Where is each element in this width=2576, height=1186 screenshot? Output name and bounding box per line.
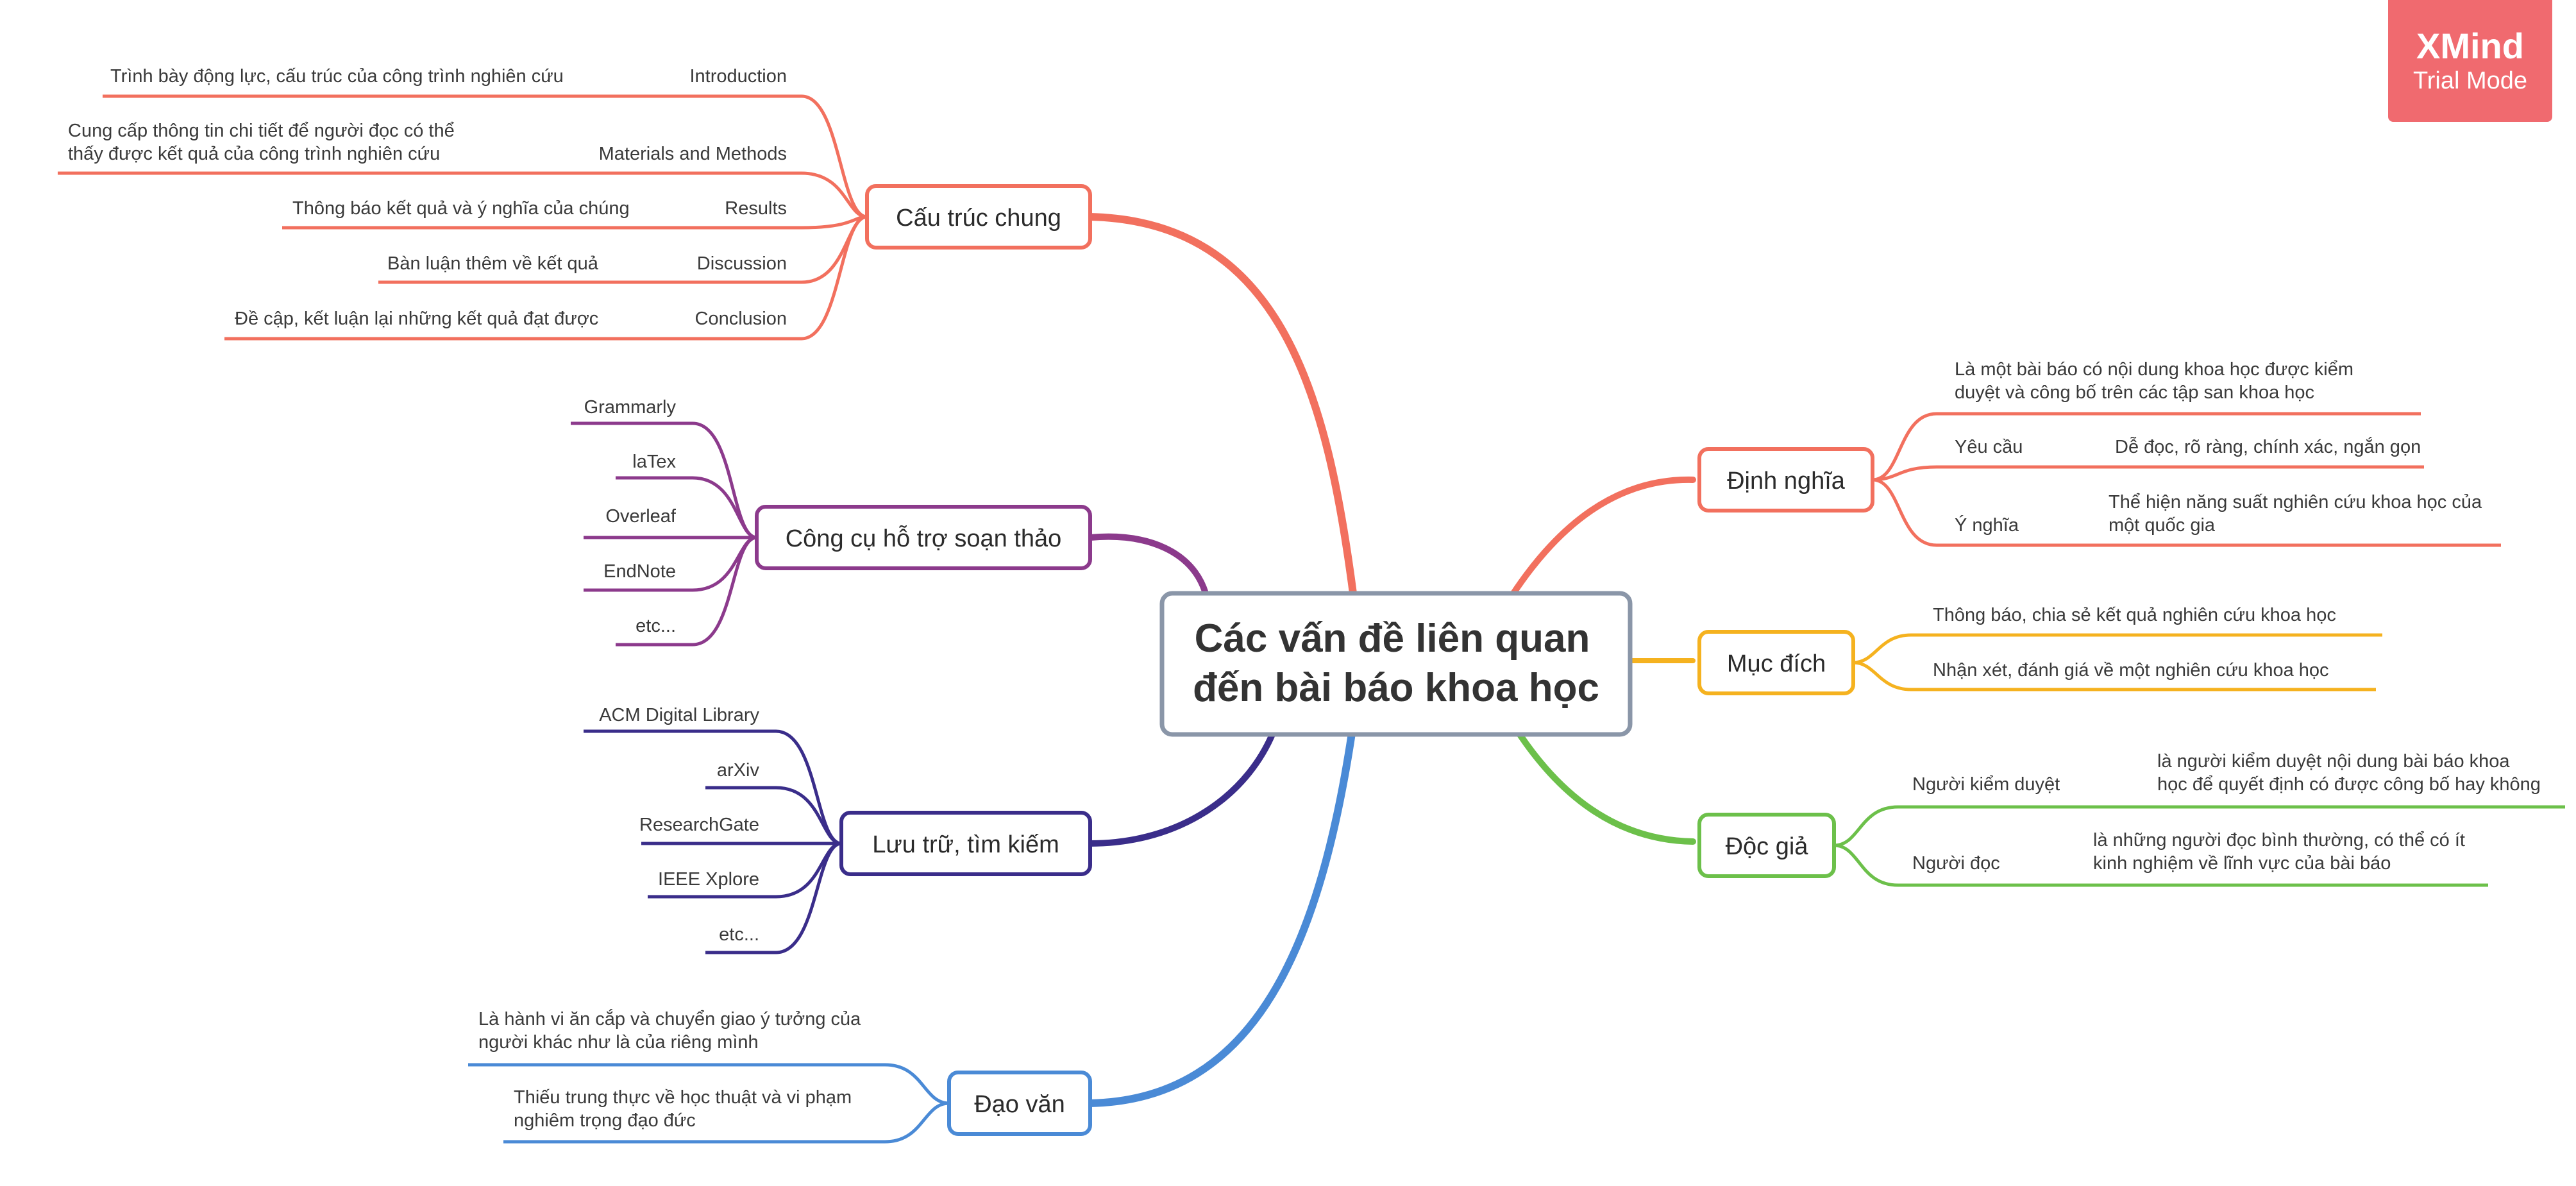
central-topic-line1: Các vấn đề liên quan: [1195, 616, 1590, 661]
tools-item: etc...: [636, 616, 676, 636]
topic-plagiarism[interactable]: Đạo văn: [947, 1071, 1092, 1136]
structure-item-desc: Cung cấp thông tin chi tiết để người đọc…: [68, 121, 455, 141]
topic-readers[interactable]: Độc giả: [1697, 813, 1836, 878]
topic-plagiarism-title: Đạo văn: [974, 1091, 1065, 1118]
storage-item: ResearchGate: [639, 815, 759, 835]
definition-item: Là một bài báo có nội dung khoa học được…: [1955, 359, 2353, 380]
structure-labels: Introduction Trình bày động lực, cấu trú…: [68, 66, 787, 329]
main-branches: [1086, 213, 1696, 1107]
plagiarism-labels: Là hành vi ăn cắp và chuyển giao ý tưởng…: [478, 1008, 861, 1131]
structure-item-desc: Đề cập, kết luận lại những kết quả đạt đ…: [235, 309, 598, 329]
readers-rev-label: Người kiểm duyệt: [1912, 774, 2060, 795]
definition-mean-desc: một quốc gia: [2109, 515, 2216, 536]
tools-item: laTex: [632, 452, 676, 472]
purpose-labels: Thông báo, chia sẻ kết quả nghiên cứu kh…: [1933, 605, 2336, 681]
storage-labels: ACM Digital Library arXiv ResearchGate I…: [599, 705, 759, 945]
central-topic-line2: đến bài báo khoa học: [1193, 666, 1599, 710]
tools-labels: Grammarly laTex Overleaf EndNote etc...: [584, 397, 677, 636]
readers-rev-desc: học để quyết định có được công bố hay kh…: [2157, 774, 2541, 795]
plagiarism-subtree: [468, 1063, 950, 1144]
purpose-item: Thông báo, chia sẻ kết quả nghiên cứu kh…: [1933, 605, 2336, 625]
purpose-item: Nhận xét, đánh giá về một nghiên cứu kho…: [1933, 660, 2329, 681]
definition-item: duyệt và công bố trên các tập san khoa h…: [1955, 382, 2314, 403]
topic-structure[interactable]: Cấu trúc chung: [865, 184, 1092, 250]
plagiarism-item: nghiêm trọng đạo đức: [514, 1110, 696, 1131]
topic-tools[interactable]: Công cụ hỗ trợ soạn thảo: [755, 505, 1092, 570]
definition-labels: Là một bài báo có nội dung khoa học được…: [1955, 359, 2482, 536]
topic-structure-title: Cấu trúc chung: [896, 205, 1061, 232]
tools-item: EndNote: [603, 561, 676, 582]
xmind-trial-watermark[interactable]: XMind Trial Mode: [2388, 0, 2552, 122]
plagiarism-item: người khác như là của riêng mình: [478, 1032, 759, 1053]
storage-item: etc...: [719, 924, 759, 945]
storage-item: ACM Digital Library: [599, 705, 759, 725]
structure-item-desc: Bàn luận thêm về kết quả: [387, 253, 599, 274]
purpose-subtree: [1853, 633, 2382, 691]
readers-read-desc: kinh nghiệm về lĩnh vực của bài báo: [2093, 853, 2391, 874]
storage-item: arXiv: [717, 760, 760, 781]
topic-storage-title: Lưu trữ, tìm kiếm: [872, 831, 1059, 858]
readers-read-desc: là những người đọc bình thường, có thể c…: [2093, 830, 2465, 851]
structure-item-label: Results: [725, 198, 787, 219]
branch-plagiarism: [1086, 721, 1357, 1107]
topic-storage[interactable]: Lưu trữ, tìm kiếm: [839, 811, 1092, 876]
branch-tools: [1087, 533, 1209, 597]
structure-item-label: Introduction: [689, 66, 787, 87]
tools-subtree: [571, 421, 757, 647]
structure-subtree: [58, 94, 868, 341]
readers-labels: Người kiểm duyệt là người kiểm duyệt nội…: [1912, 751, 2541, 874]
definition-req-desc: Dễ đọc, rõ ràng, chính xác, ngắn gọn: [2115, 436, 2421, 457]
readers-rev-desc: là người kiểm duyệt nội dung bài báo kho…: [2157, 751, 2510, 772]
topic-definition[interactable]: Định nghĩa: [1697, 447, 1874, 513]
topic-purpose[interactable]: Mục đích: [1697, 630, 1855, 695]
topic-definition-title: Định nghĩa: [1727, 468, 1846, 495]
branch-storage: [1087, 722, 1279, 847]
topic-tools-title: Công cụ hỗ trợ soạn thảo: [786, 525, 1062, 552]
definition-mean-label: Ý nghĩa: [1955, 514, 2019, 536]
structure-item-label: Conclusion: [695, 309, 787, 329]
tools-item: Overleaf: [605, 506, 677, 527]
xmind-logo-text: XMind: [2416, 26, 2524, 66]
structure-item-label: Discussion: [697, 253, 787, 274]
structure-item-desc: Trình bày động lực, cấu trúc của công tr…: [110, 66, 564, 87]
storage-item: IEEE Xplore: [658, 869, 759, 890]
plagiarism-item: Thiếu trung thực về học thuật và vi phạm: [514, 1087, 852, 1108]
trial-mode-text: Trial Mode: [2412, 67, 2528, 94]
definition-subtree: [1872, 412, 2501, 547]
definition-req-label: Yêu cầu: [1955, 437, 2023, 457]
branch-definition: [1510, 476, 1696, 597]
topic-purpose-title: Mục đích: [1727, 650, 1826, 677]
structure-item-desc: thấy được kết quả của công trình nghiên …: [68, 144, 440, 164]
definition-mean-desc: Thể hiện năng suất nghiên cứu khoa học c…: [2109, 492, 2482, 513]
structure-item-label: Materials and Methods: [599, 144, 787, 164]
structure-item-desc: Thông báo kết quả và ý nghĩa của chúng: [292, 198, 630, 219]
branch-readers: [1510, 722, 1696, 845]
storage-subtree: [584, 729, 842, 954]
readers-read-label: Người đọc: [1912, 853, 2000, 874]
central-topic[interactable]: Các vấn đề liên quan đến bài báo khoa họ…: [1159, 591, 1633, 737]
readers-subtree: [1833, 805, 2565, 887]
branch-structure: [1086, 213, 1357, 597]
plagiarism-item: Là hành vi ăn cắp và chuyển giao ý tưởng…: [478, 1008, 861, 1029]
tools-item: Grammarly: [584, 397, 677, 418]
topic-readers-title: Độc giả: [1726, 833, 1809, 860]
